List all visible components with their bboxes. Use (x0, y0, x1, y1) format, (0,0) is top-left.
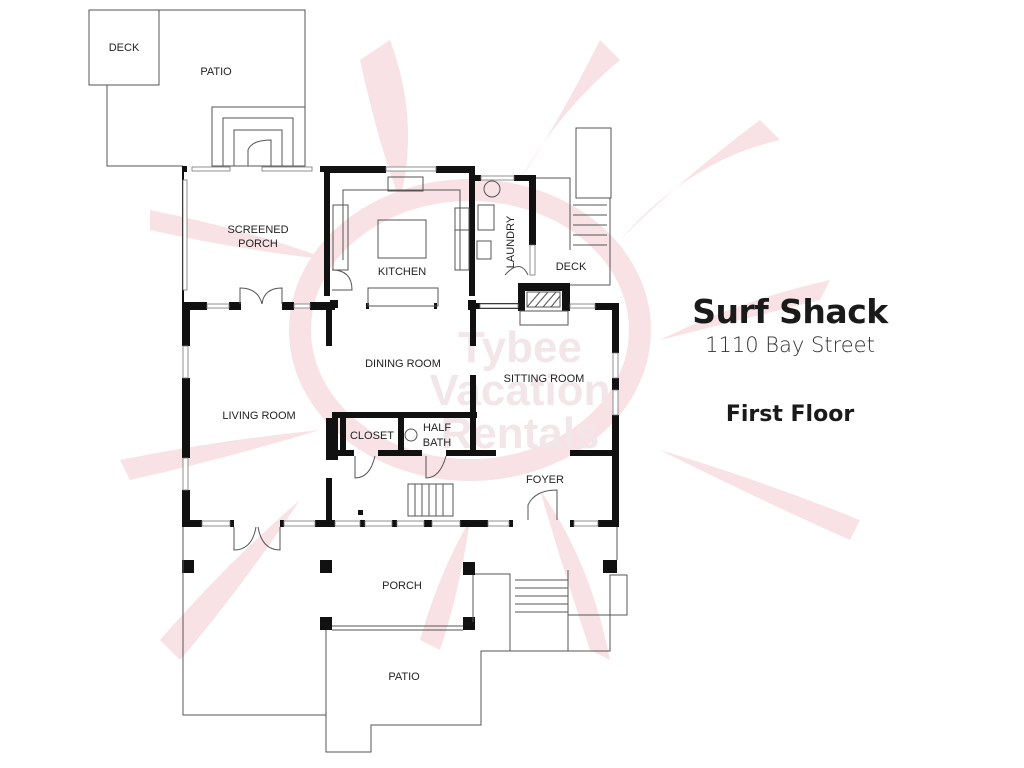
property-name: Surf Shack (692, 292, 888, 331)
lower-patio-outline (182, 527, 628, 753)
label-sitting-room: SITTING ROOM (504, 373, 585, 385)
label-laundry: LAUNDRY (505, 215, 517, 268)
walls (182, 166, 619, 630)
label-screened-porch-2: PORCH (238, 238, 278, 250)
top-patio-outline (88, 9, 306, 167)
svg-text:Tybee: Tybee (458, 323, 582, 372)
label-half-bath-1: HALF (423, 422, 451, 434)
label-closet: CLOSET (350, 430, 394, 442)
floor-label: First Floor (725, 402, 855, 427)
windows (182, 166, 619, 527)
room-labels: DECK PATIO SCREENED PORCH KITCHEN LAUNDR… (109, 42, 587, 683)
label-deck-right: DECK (556, 261, 587, 273)
label-patio-top: PATIO (200, 66, 232, 78)
label-porch: PORCH (382, 580, 422, 592)
label-foyer: FOYER (526, 474, 564, 486)
watermark-text: Tybee Vacation Rentals (430, 323, 611, 458)
title-block: Surf Shack 1110 Bay Street First Floor (660, 292, 920, 427)
label-living-room: LIVING ROOM (222, 410, 295, 422)
label-screened-porch-1: SCREENED (227, 224, 288, 236)
fixtures (233, 176, 569, 551)
svg-text:Vacation: Vacation (430, 366, 611, 415)
label-kitchen: KITCHEN (378, 266, 426, 278)
right-deck-outline (535, 127, 612, 286)
label-dining-room: DINING ROOM (365, 358, 441, 370)
label-half-bath-2: BATH (423, 437, 452, 449)
property-address: 1110 Bay Street (705, 333, 875, 357)
label-patio-bottom: PATIO (388, 671, 420, 683)
label-deck-top: DECK (109, 42, 140, 54)
